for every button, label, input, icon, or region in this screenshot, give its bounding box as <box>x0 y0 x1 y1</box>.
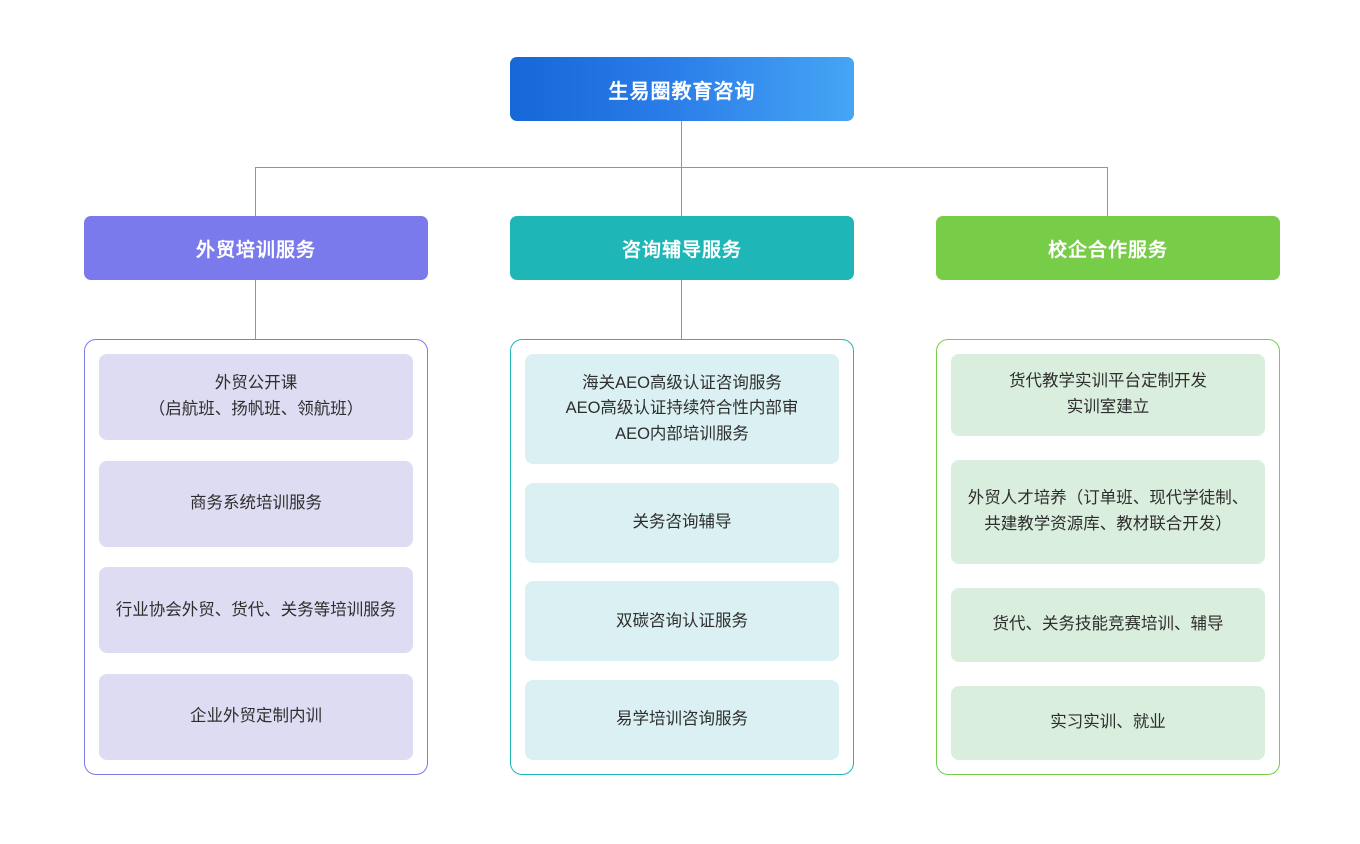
branch-header-1[interactable]: 外贸培训服务 <box>84 216 428 280</box>
root-node[interactable]: 生易圈教育咨询 <box>510 57 854 121</box>
branch-1-item-1[interactable]: 外贸公开课 （启航班、扬帆班、领航班） <box>99 354 413 440</box>
connector-branch-2-drop <box>681 167 682 216</box>
connector-branch-2-body-stem <box>681 280 682 339</box>
branch-2-item-3[interactable]: 双碳咨询认证服务 <box>525 581 839 662</box>
connector-horizontal-bus <box>255 167 1108 168</box>
root-node-label: 生易圈教育咨询 <box>608 80 756 103</box>
branch-column-1: 外贸培训服务 外贸公开课 （启航班、扬帆班、领航班） 商务系统培训服务 行业协会… <box>84 216 428 775</box>
connector-branch-1-body-stem <box>255 280 256 339</box>
branch-1-item-4[interactable]: 企业外贸定制内训 <box>99 673 413 760</box>
branch-1-item-3[interactable]: 行业协会外贸、货代、关务等培训服务 <box>99 567 413 654</box>
branch-header-2[interactable]: 咨询辅导服务 <box>510 216 854 280</box>
branch-header-3[interactable]: 校企合作服务 <box>936 216 1280 280</box>
branch-header-3-label: 校企合作服务 <box>1047 239 1168 261</box>
branch-2-item-1[interactable]: 海关AEO高级认证咨询服务 AEO高级认证持续符合性内部审 AEO内部培训服务 <box>525 354 839 464</box>
branch-header-2-label: 咨询辅导服务 <box>621 239 742 261</box>
connector-branch-1-drop <box>255 167 256 216</box>
branch-body-3: 货代教学实训平台定制开发 实训室建立 外贸人才培养（订单班、现代学徒制、共建教学… <box>936 339 1280 775</box>
connector-root-stem <box>681 121 682 167</box>
branch-3-item-2[interactable]: 外贸人才培养（订单班、现代学徒制、共建教学资源库、教材联合开发） <box>951 460 1265 564</box>
branch-2-item-4[interactable]: 易学培训咨询服务 <box>525 679 839 760</box>
connector-branch-3-drop <box>1107 167 1108 216</box>
branch-body-2: 海关AEO高级认证咨询服务 AEO高级认证持续符合性内部审 AEO内部培训服务 … <box>510 339 854 775</box>
branch-body-1: 外贸公开课 （启航班、扬帆班、领航班） 商务系统培训服务 行业协会外贸、货代、关… <box>84 339 428 775</box>
branch-3-item-1[interactable]: 货代教学实训平台定制开发 实训室建立 <box>951 354 1265 436</box>
branch-column-2: 咨询辅导服务 海关AEO高级认证咨询服务 AEO高级认证持续符合性内部审 AEO… <box>510 216 854 775</box>
branch-3-item-3[interactable]: 货代、关务技能竞赛培训、辅导 <box>951 588 1265 662</box>
branch-header-1-label: 外贸培训服务 <box>195 239 316 261</box>
branch-column-3: 校企合作服务 货代教学实训平台定制开发 实训室建立 外贸人才培养（订单班、现代学… <box>936 216 1280 775</box>
branch-2-item-2[interactable]: 关务咨询辅导 <box>525 482 839 563</box>
branch-3-item-4[interactable]: 实习实训、就业 <box>951 686 1265 760</box>
branch-1-item-2[interactable]: 商务系统培训服务 <box>99 460 413 547</box>
